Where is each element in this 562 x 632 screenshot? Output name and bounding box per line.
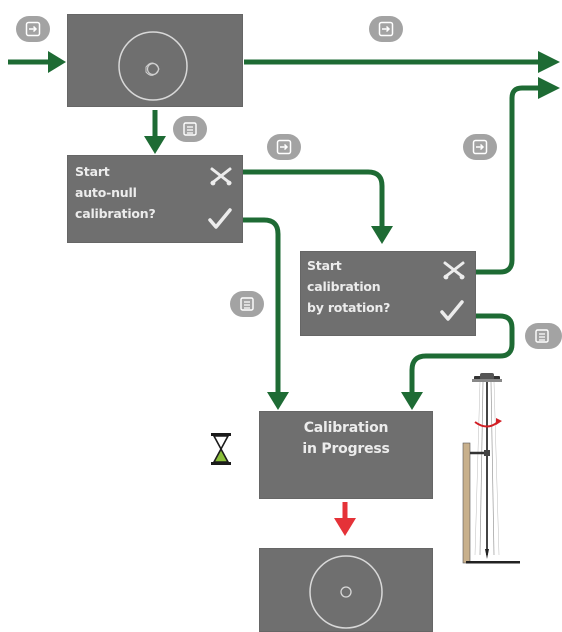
- screen-start-auto-null-prompt: Start auto-null calibration?: [67, 155, 243, 243]
- enter-badge: [267, 134, 301, 160]
- hourglass-icon: [211, 433, 231, 465]
- surveying-pole-rotation-icon: [462, 373, 520, 564]
- screen-rotation-prompt: Start calibration by rotation?: [300, 251, 476, 336]
- checkmark-icon[interactable]: [439, 299, 465, 323]
- enter-key-icon: [472, 139, 488, 155]
- prompt-line: auto-null: [75, 185, 137, 200]
- bubble-level-centered-icon: [309, 555, 383, 629]
- prompt-line: by rotation?: [307, 300, 391, 315]
- arrow-top-to-start-head: [144, 136, 166, 154]
- enter-badge: [16, 16, 50, 42]
- arrow-start-confirm-head: [267, 392, 289, 410]
- arrow-rotation-cancel-head: [538, 77, 560, 99]
- entry-arrow-head: [48, 51, 66, 73]
- prompt-line: Start: [75, 164, 110, 179]
- cross-icon[interactable]: [442, 260, 466, 280]
- exit-arrow-top-head: [538, 51, 560, 73]
- arrow-start-cancel-head: [371, 226, 393, 244]
- progress-line: in Progress: [302, 441, 390, 457]
- screen-level-off-center: [67, 14, 243, 107]
- prompt-line: Start: [307, 258, 342, 273]
- prompt-line: calibration: [307, 279, 381, 294]
- enter-key-icon: [276, 139, 292, 155]
- enter-key-icon: [378, 21, 394, 37]
- arrow-rotation-confirm-head: [401, 392, 423, 410]
- save-icon: [535, 329, 549, 343]
- start-auto-null-text: Start auto-null calibration?: [75, 161, 156, 224]
- screen-calibration-in-progress: Calibration in Progress: [259, 411, 433, 499]
- save-icon: [183, 122, 197, 136]
- enter-badge: [463, 134, 497, 160]
- save-badge: [230, 291, 264, 317]
- arrow-start-cancel-to-rotation: [243, 169, 385, 226]
- cross-icon[interactable]: [209, 166, 233, 186]
- prompt-line: calibration?: [75, 206, 156, 221]
- arrow-rotation-cancel-to-exit: [476, 85, 538, 275]
- save-badge: [525, 323, 562, 349]
- checkmark-icon[interactable]: [207, 207, 233, 231]
- save-badge: [173, 116, 207, 142]
- arrow-start-confirm-to-progress: [243, 217, 281, 392]
- progress-line: Calibration: [303, 420, 389, 436]
- screen-level-centered: [259, 548, 433, 632]
- rotation-prompt-text: Start calibration by rotation?: [307, 255, 390, 318]
- progress-text: Calibration in Progress: [259, 418, 433, 460]
- bubble-level-icon: [118, 31, 188, 101]
- enter-badge: [369, 16, 403, 42]
- enter-key-icon: [25, 21, 41, 37]
- arrow-rotation-confirm-to-progress: [409, 313, 515, 392]
- save-icon: [240, 297, 254, 311]
- arrow-progress-to-done-head: [334, 518, 356, 536]
